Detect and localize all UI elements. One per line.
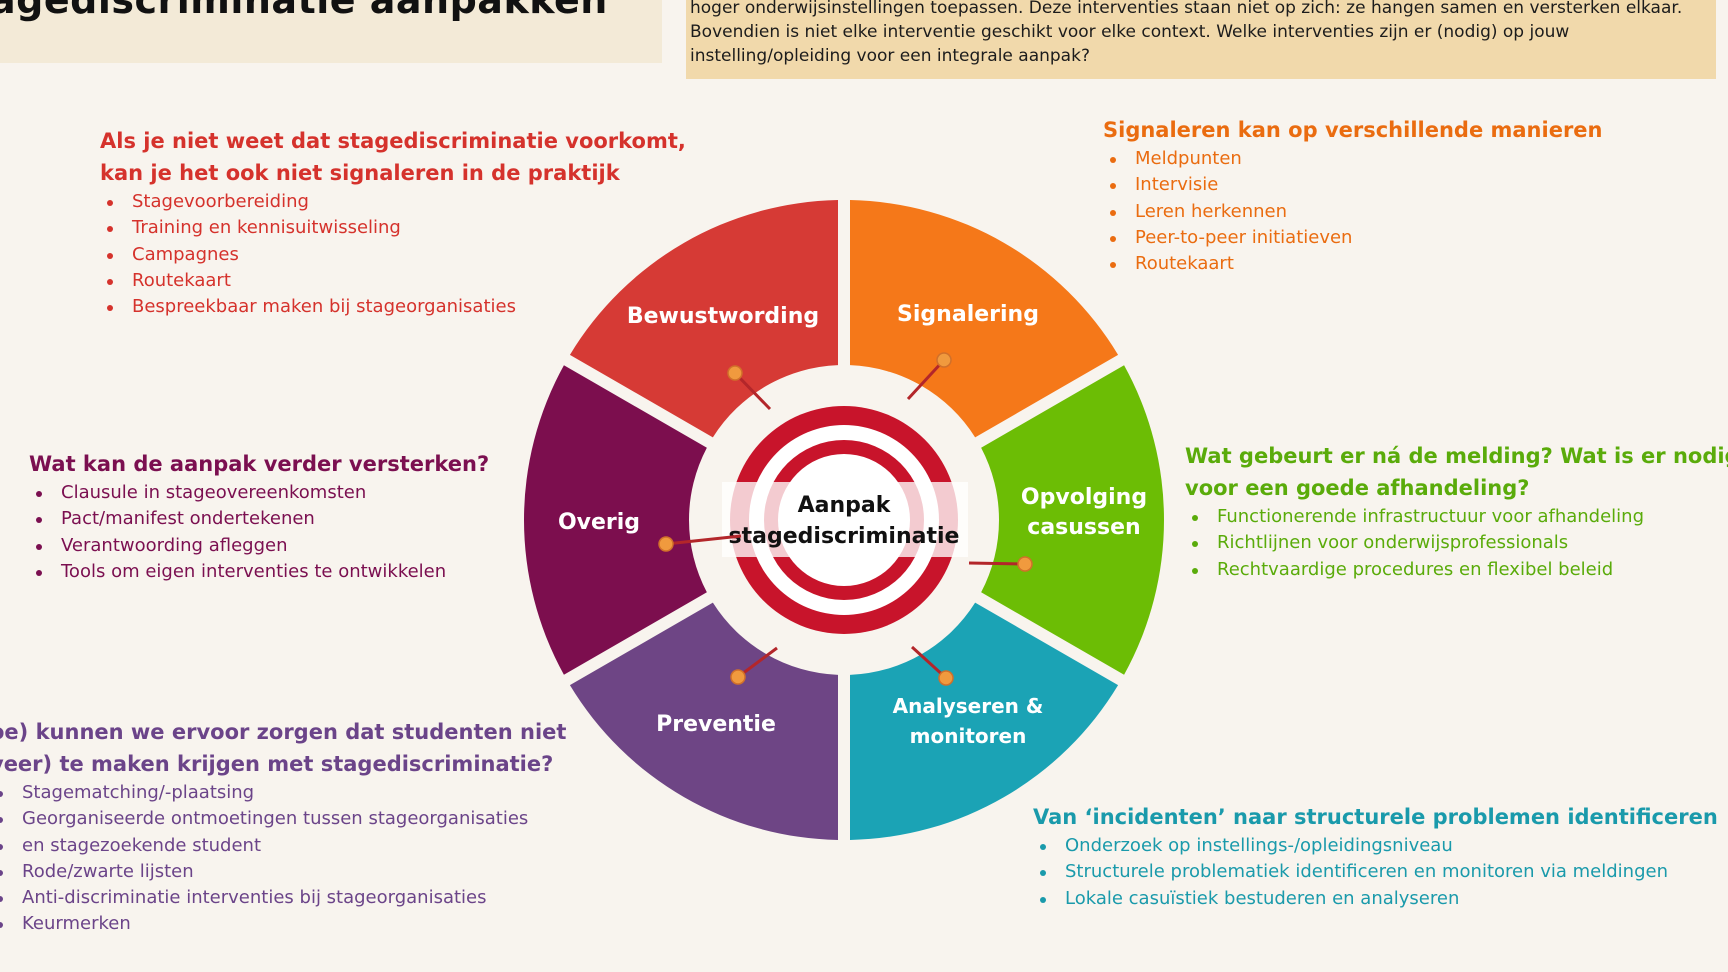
overig-block: Wat kan de aanpak verder versterken? Cla… (29, 448, 489, 585)
opvolging-heading: Wat gebeurt er ná de melding? Wat is er … (1185, 440, 1728, 504)
center-label-line1: Aanpak (798, 493, 892, 518)
list-item: en stagezoekende student (0, 833, 566, 859)
dart-flight-icon (730, 669, 746, 685)
segment-label-signalering: Signalering (897, 302, 1039, 327)
intro-line: Bovendien is niet elke interventie gesch… (690, 22, 1570, 42)
overig-heading: Wat kan de aanpak verder versterken? (29, 452, 490, 476)
list-item: Clausule in stageovereenkomsten (29, 480, 489, 506)
list-item: Tools om eigen interventies te ontwikkel… (29, 559, 489, 585)
preventie-block: oe) kunnen we ervoor zorgen dat studente… (0, 716, 566, 938)
dart-flight-icon (1017, 556, 1033, 572)
segment-label-bewustwording: Bewustwording (627, 304, 819, 329)
intro-line: hoger onderwijsinstellingen toepassen. D… (690, 0, 1683, 18)
heading-line: oe) kunnen we ervoor zorgen dat studente… (0, 720, 567, 744)
list-item: Routekaart (100, 268, 686, 294)
segment-label-opvolging: casussen (1027, 515, 1140, 540)
list-item: Intervisie (1103, 172, 1603, 198)
dart-flight-icon (727, 365, 743, 381)
heading-line: Als je niet weet dat stagediscriminatie … (100, 129, 686, 153)
list-item: Structurele problematiek identificeren e… (1033, 859, 1718, 885)
dart-icon (906, 358, 946, 401)
dart-flight-icon (936, 352, 952, 368)
signalering-block: Signaleren kan op verschillende manieren… (1103, 114, 1603, 277)
list-item: Training en kennisuitwisseling (100, 215, 686, 241)
segment-label-analyseren: Analyseren & (893, 694, 1044, 718)
list-item: Leren herkennen (1103, 199, 1603, 225)
page-title: agediscriminatie aanpakken (0, 0, 608, 22)
list-item: Peer-to-peer initiatieven (1103, 225, 1603, 251)
title-banner: agediscriminatie aanpakken (0, 0, 662, 63)
list-item: Stagevoorbereiding (100, 189, 686, 215)
intro-box: hoger onderwijsinstellingen toepassen. D… (686, 0, 1716, 79)
bewustwording-heading: Als je niet weet dat stagediscriminatie … (100, 125, 686, 189)
segment-label-overig: Overig (558, 510, 640, 535)
dart-icon (737, 646, 778, 679)
analyseren-heading: Van ‘incidenten’ naar structurele proble… (1033, 805, 1718, 829)
segment-bewustwording (569, 200, 839, 438)
heading-line: veer) te maken krijgen met stagediscrimi… (0, 752, 554, 776)
list-item: Keurmerken (0, 911, 566, 937)
dart-icon (665, 534, 742, 546)
heading-line: Wat gebeurt er ná de melding? Wat is er … (1185, 444, 1728, 468)
list-item: Rode/zwarte lijsten (0, 859, 566, 885)
analyseren-block: Van ‘incidenten’ naar structurele proble… (1033, 801, 1718, 912)
list-item: Pact/manifest ondertekenen (29, 506, 489, 532)
bewustwording-list: Stagevoorbereiding Training en kennisuit… (100, 189, 686, 320)
heading-line: kan je het ook niet signaleren in de pra… (100, 161, 620, 185)
heading-line: voor een goede afhandeling? (1185, 476, 1530, 500)
overig-list: Clausule in stageovereenkomsten Pact/man… (29, 480, 489, 585)
list-item: Lokale casuïstiek bestuderen en analyser… (1033, 886, 1718, 912)
dart-flight-icon (938, 670, 954, 686)
list-item: Richtlijnen voor onderwijsprofessionals (1185, 530, 1728, 556)
segment-label-analyseren: monitoren (910, 724, 1027, 748)
opvolging-list: Functionerende infrastructuur voor afhan… (1185, 504, 1728, 583)
bewustwording-block: Als je niet weet dat stagediscriminatie … (100, 125, 686, 320)
segment-label-preventie: Preventie (656, 712, 776, 737)
center-label-bg (722, 482, 968, 557)
list-item: Onderzoek op instellings-/opleidingsnive… (1033, 833, 1718, 859)
list-item: Functionerende infrastructuur voor afhan… (1185, 504, 1728, 530)
segment-label-opvolging: Opvolging (1021, 485, 1147, 510)
list-item: Campagnes (100, 242, 686, 268)
segment-preventie (569, 602, 839, 840)
list-item: Stagematching/-plaatsing (0, 780, 566, 806)
list-item: Anti-discriminatie interventies bij stag… (0, 885, 566, 911)
preventie-heading: oe) kunnen we ervoor zorgen dat studente… (0, 716, 566, 780)
segment-opvolging (981, 365, 1164, 675)
list-item: Meldpunten (1103, 146, 1603, 172)
segment-signalering (849, 200, 1119, 438)
list-item: Bespreekbaar maken bij stageorganisaties (100, 294, 686, 320)
preventie-list: Stagematching/-plaatsing Georganiseerde … (0, 780, 566, 938)
list-item: Georganiseerde ontmoetingen tussen stage… (0, 806, 566, 832)
intro-line: instelling/opleiding voor een integrale … (690, 46, 1090, 66)
list-item: Routekaart (1103, 251, 1603, 277)
center-label-line2: stagediscriminatie (729, 524, 960, 549)
dartboard-target: Aanpak stagediscriminatie (722, 406, 968, 634)
dart-icon (968, 561, 1026, 566)
dart-icon (733, 371, 772, 411)
segment-analyseren (849, 602, 1119, 840)
segment-overig (524, 365, 707, 675)
list-item: Rechtvaardige procedures en flexibel bel… (1185, 557, 1728, 583)
list-item: Verantwoording afleggen (29, 533, 489, 559)
analyseren-list: Onderzoek op instellings-/opleidingsnive… (1033, 833, 1718, 912)
opvolging-block: Wat gebeurt er ná de melding? Wat is er … (1185, 440, 1728, 583)
signalering-list: Meldpunten Intervisie Leren herkennen Pe… (1103, 146, 1603, 277)
signalering-heading: Signaleren kan op verschillende manieren (1103, 118, 1603, 142)
dart-flight-icon (658, 536, 674, 552)
